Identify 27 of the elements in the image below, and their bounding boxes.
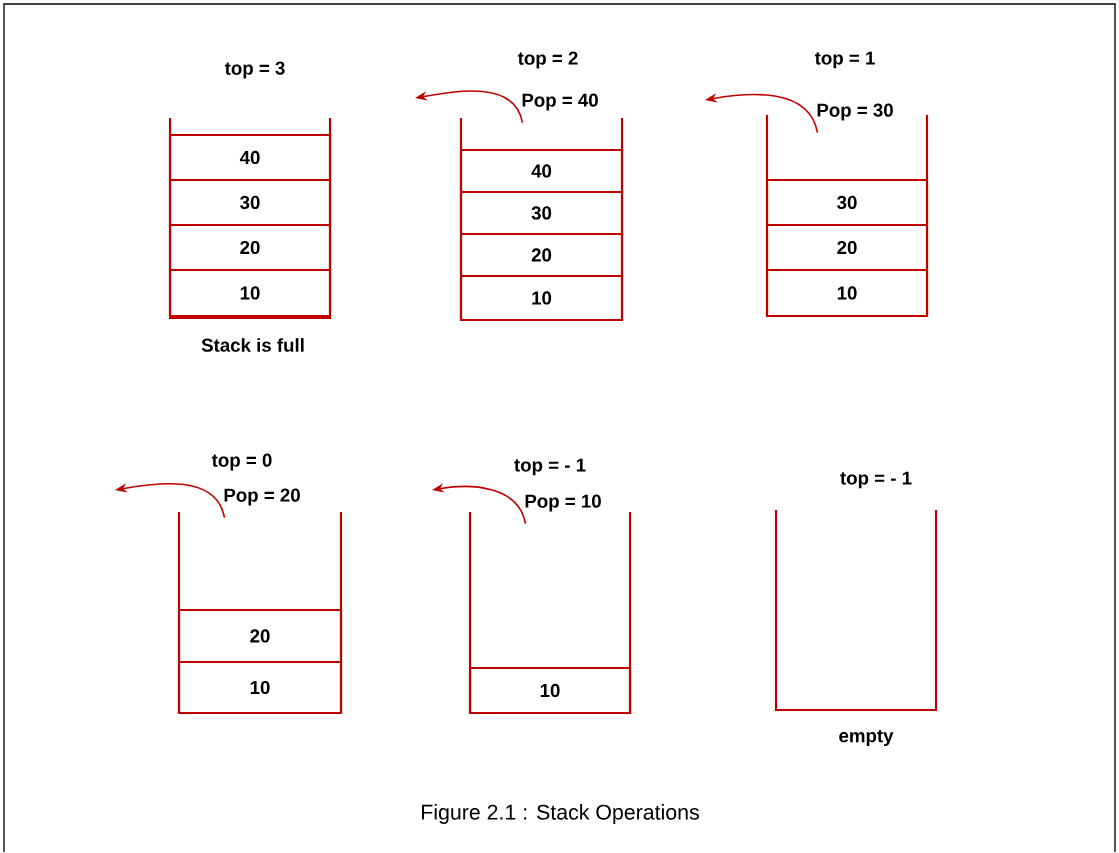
stack-cell: 40 xyxy=(459,148,624,194)
stack-cell: 30 xyxy=(168,178,332,227)
stack-heading: top = 1 xyxy=(814,51,875,69)
stack-cell: 20 xyxy=(765,223,929,272)
stack-heading: top = 2 xyxy=(517,51,578,69)
pop-label: Pop = 30 xyxy=(817,103,893,121)
stack-cell: 40 xyxy=(168,133,332,182)
stack-caption: Stack is full xyxy=(201,338,304,352)
stack-cell: 10 xyxy=(459,274,624,322)
pop-label: Pop = 20 xyxy=(224,488,300,506)
stack-cell: 20 xyxy=(459,232,624,278)
stack-cell: 10 xyxy=(177,660,343,715)
pop-label: Pop = 40 xyxy=(522,93,598,111)
stack-cell: 30 xyxy=(765,178,929,227)
stack-cell: 10 xyxy=(168,268,332,318)
pop-label: Pop = 10 xyxy=(525,494,601,512)
stack-cell: 30 xyxy=(459,190,624,236)
caption: Figure 2.1 : Stack Operations xyxy=(422,804,699,824)
stack-heading: top = - 1 xyxy=(514,458,586,476)
stack-heading: top = - 1 xyxy=(840,471,912,489)
stack-cell: 10 xyxy=(765,268,929,318)
stack-cell: 20 xyxy=(168,223,332,272)
stack-cell: 10 xyxy=(468,666,632,715)
stack-heading: top = 0 xyxy=(211,453,272,471)
stack-cell: 20 xyxy=(177,608,343,664)
stack-caption: empty xyxy=(839,729,894,746)
stack-heading: top = 3 xyxy=(224,61,285,79)
